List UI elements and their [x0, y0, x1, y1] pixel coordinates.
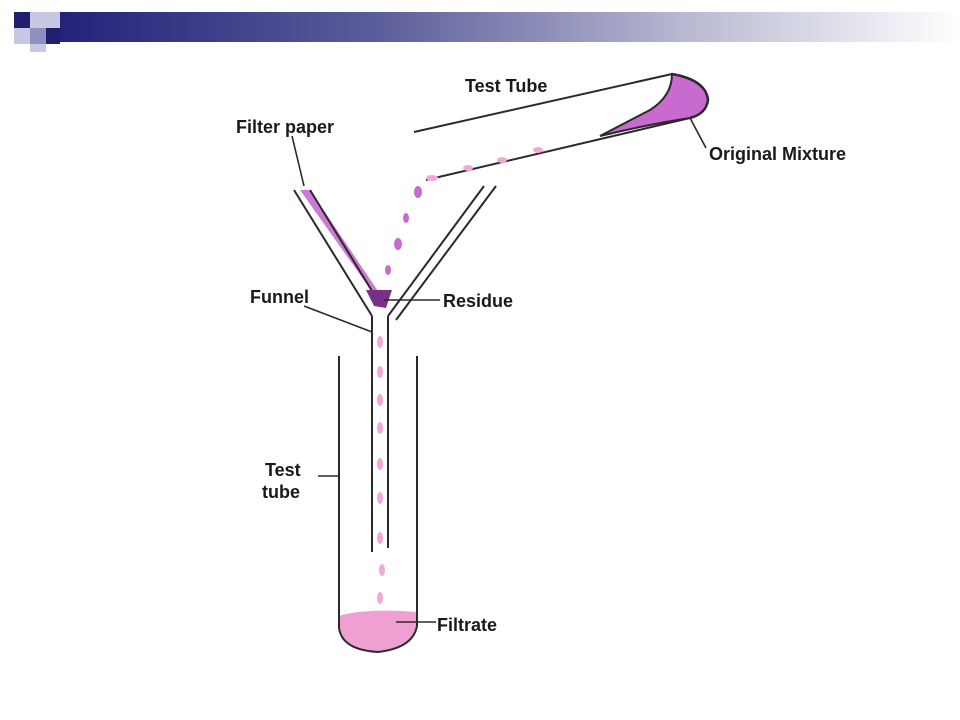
header-square-light [30, 12, 46, 28]
header-square-light [14, 28, 30, 44]
label-test-tube-top: Test Tube [465, 76, 547, 96]
header-square-dark [14, 12, 30, 28]
residue-deposit [366, 290, 392, 308]
leader-lines [291, 117, 707, 623]
stem-drops [377, 336, 385, 604]
funnel [293, 185, 497, 552]
pouring-test-tube [413, 72, 710, 181]
label-test-tube-side-line2: tube [262, 482, 300, 502]
label-funnel: Funnel [250, 287, 309, 307]
filter-paper [300, 190, 384, 300]
filtrate-liquid [339, 610, 417, 652]
header-square-light [30, 44, 46, 52]
header-square-mid [30, 28, 46, 44]
slide-header-bar [0, 0, 960, 52]
pouring-drops [426, 147, 543, 181]
label-filter-paper: Filter paper [236, 117, 334, 137]
header-square-dark [46, 28, 60, 44]
label-original-mixture: Original Mixture [709, 144, 846, 164]
collecting-test-tube [338, 356, 418, 654]
header-square-light [46, 12, 60, 28]
header-gradient-strip [60, 12, 960, 42]
falling-drops [385, 186, 422, 275]
label-residue: Residue [443, 291, 513, 311]
label-filtrate: Filtrate [437, 615, 497, 635]
label-test-tube-side-line1: Test [265, 460, 301, 480]
